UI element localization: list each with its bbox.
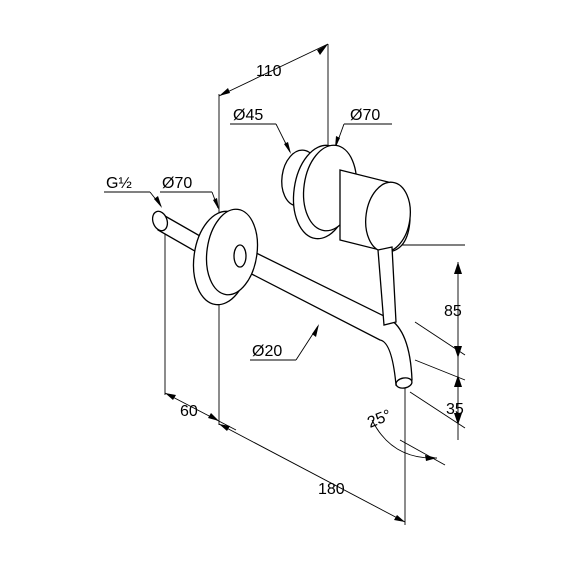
label-spout-rosette-dia: Ø70 — [162, 175, 192, 192]
dimension-arc-25-degrees — [371, 419, 438, 461]
dimension-line-180 — [218, 423, 406, 523]
dimension-line-85 — [454, 262, 462, 375]
spout-rosette-front — [205, 208, 259, 296]
label-rosette-large-dia: Ø70 — [350, 107, 380, 124]
lever-handle — [377, 246, 397, 326]
spout-tube-end — [233, 244, 247, 268]
label-wall-to-rosette: 60 — [180, 403, 198, 420]
label-overall-depth: 110 — [256, 63, 282, 80]
dimension-line-60 — [164, 392, 237, 431]
mixer-assembly — [281, 144, 411, 326]
label-spout-projection: 180 — [318, 481, 345, 498]
dimension-line-35 — [454, 375, 462, 440]
connector-end — [151, 210, 169, 232]
label-lever-height: 85 — [444, 303, 462, 320]
spout-outlet — [395, 377, 413, 389]
leader-lines — [104, 123, 392, 361]
label-outlet-angle: 25° — [365, 407, 394, 432]
label-spout-dia: Ø20 — [252, 343, 282, 360]
dimension-line-110 — [218, 43, 329, 97]
label-connection-thread: G½ — [106, 175, 132, 192]
spout-assembly — [151, 208, 413, 389]
label-spout-outlet-height: 35 — [446, 401, 464, 418]
label-rosette-small-dia: Ø45 — [233, 107, 263, 124]
